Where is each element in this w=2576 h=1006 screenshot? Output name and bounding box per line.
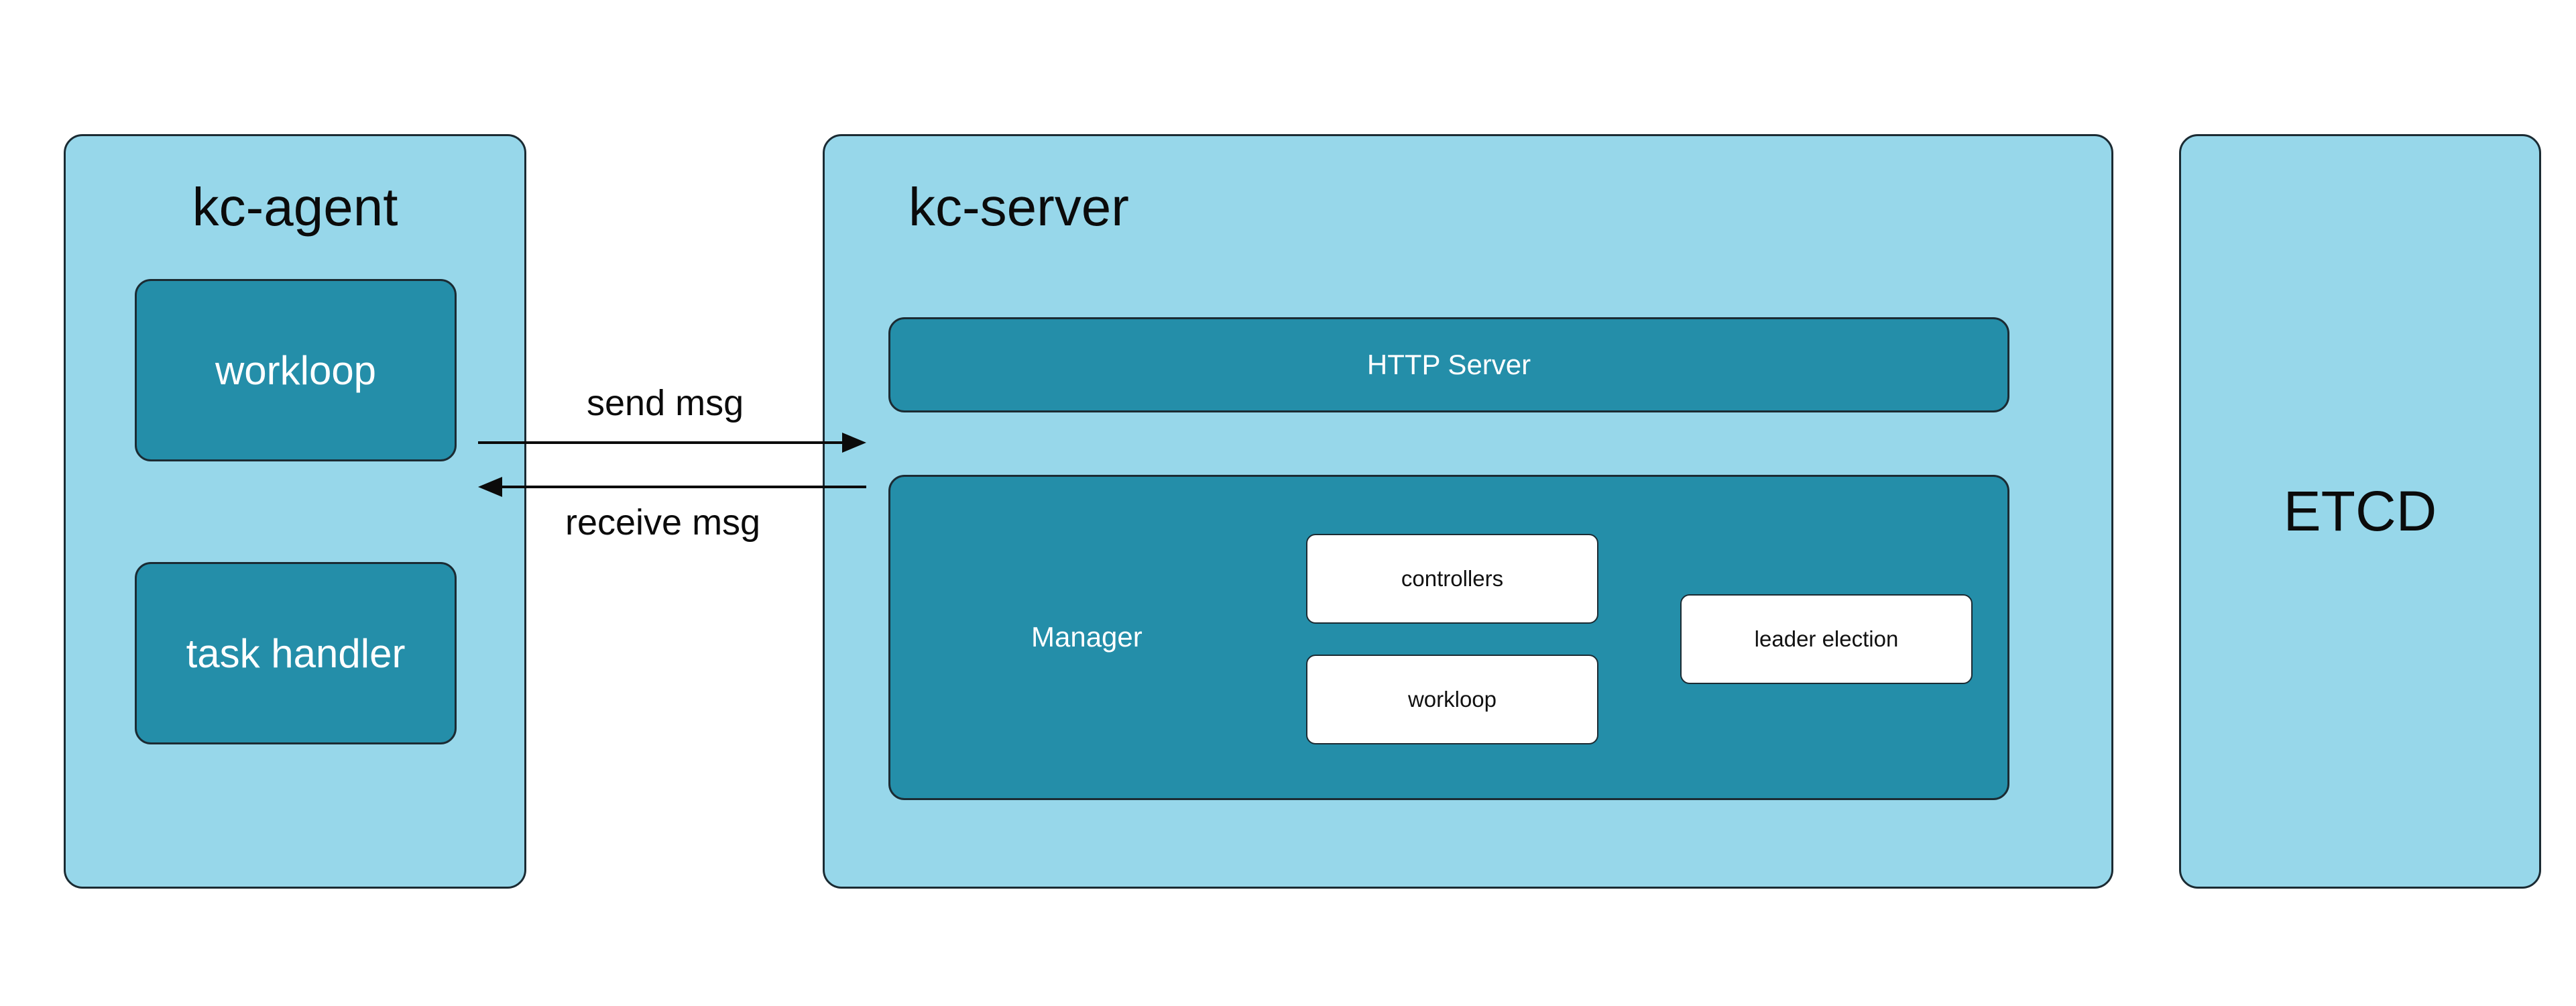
etcd-title: ETCD <box>2283 480 2437 543</box>
http-server-box: HTTP Server <box>888 317 2009 412</box>
receive-msg-arrow <box>478 477 866 497</box>
agent-workloop-box: workloop <box>135 279 457 461</box>
manager-workloop-box: workloop <box>1306 655 1598 744</box>
leader-election-box: leader election <box>1680 594 1973 684</box>
kc-agent-title: kc-agent <box>192 177 398 237</box>
send-msg-label: send msg <box>587 383 744 423</box>
task-handler-box: task handler <box>135 562 457 744</box>
kc-agent-container: kc-agent workloop task handler <box>64 134 526 889</box>
send-msg-arrow <box>478 433 866 453</box>
manager-box: Manager controllers workloop leader elec… <box>888 475 2009 800</box>
kc-server-title: kc-server <box>909 177 1129 237</box>
kc-server-container: kc-server HTTP Server Manager controller… <box>823 134 2113 889</box>
etcd-container: ETCD <box>2179 134 2541 889</box>
manager-label: Manager <box>1031 621 1143 653</box>
controllers-box: controllers <box>1306 534 1598 624</box>
receive-msg-label: receive msg <box>565 502 761 543</box>
